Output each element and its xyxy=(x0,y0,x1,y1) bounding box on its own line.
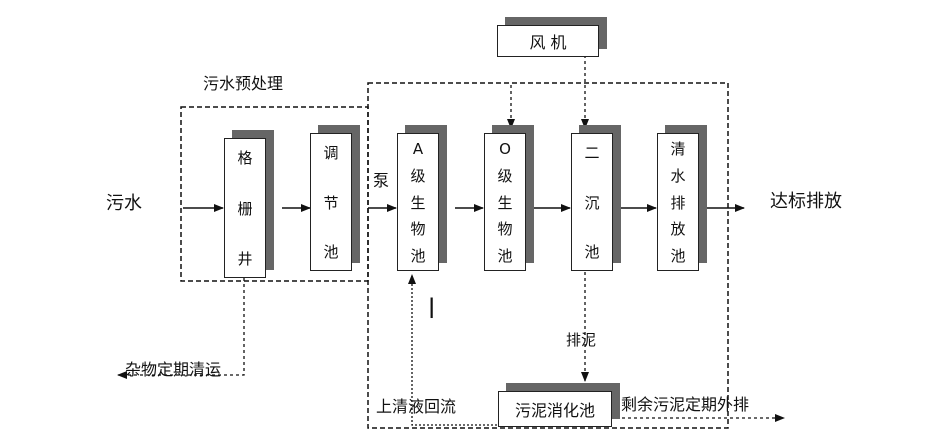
debris-line xyxy=(117,278,245,379)
a-tank-char-4: 物 xyxy=(410,220,426,239)
regulating-char-3: 池 xyxy=(323,243,339,261)
pump-label: 泵 xyxy=(373,171,390,190)
clarifier-char-1: 二 xyxy=(584,144,600,162)
secondary-clarifier-box: 二 沉 池 xyxy=(571,133,613,271)
a-tank-char-1: A xyxy=(412,140,424,158)
supernatant-label: 上清液回流 xyxy=(376,397,457,416)
sewage-label: 污水 xyxy=(106,193,142,214)
fan-label: 风 机 xyxy=(529,33,567,52)
sludge-digester-box: 污泥消化池 xyxy=(498,391,612,427)
clear-tank-char-3: 排 xyxy=(670,193,686,212)
clear-tank-char-4: 放 xyxy=(670,220,686,239)
o-tank-char-3: 生 xyxy=(497,193,513,212)
a-stage-tank-box: A 级 生 物 池 xyxy=(397,133,439,271)
grille-char-2: 栅 xyxy=(237,199,253,218)
regulating-char-1: 调 xyxy=(323,144,339,162)
o-tank-char-1: O xyxy=(499,140,511,158)
fan-box: 风 机 xyxy=(497,25,599,57)
o-tank-char-5: 池 xyxy=(497,247,513,265)
pretreatment-label: 污水预处理 xyxy=(203,74,284,93)
digester-label: 污泥消化池 xyxy=(514,401,595,420)
o-tank-char-2: 级 xyxy=(497,166,513,185)
clear-tank-char-2: 水 xyxy=(670,166,686,185)
cursor-mark: | xyxy=(428,294,436,318)
a-tank-char-3: 生 xyxy=(410,193,426,212)
a-tank-char-2: 级 xyxy=(410,166,426,185)
clarifier-char-2: 沉 xyxy=(584,193,600,212)
clear-water-tank-box: 清 水 排 放 池 xyxy=(657,133,699,271)
sludge-out-label: 排泥 xyxy=(566,331,597,349)
supernatant-return-line xyxy=(408,274,497,426)
regulating-tank-box: 调 节 池 xyxy=(310,133,352,271)
regulating-char-2: 节 xyxy=(323,193,339,212)
clear-tank-char-5: 池 xyxy=(670,247,686,265)
o-tank-char-4: 物 xyxy=(497,220,513,239)
grille-char-1: 格 xyxy=(237,149,253,167)
biological-boundary xyxy=(367,82,729,429)
discharge-label: 达标排放 xyxy=(770,191,842,212)
grille-well-box: 格 栅 井 xyxy=(224,138,266,278)
debris-label: 杂物定期清运 xyxy=(125,360,222,379)
a-tank-char-5: 池 xyxy=(410,247,426,265)
grille-char-3: 井 xyxy=(237,250,253,268)
excess-sludge-label: 剩余污泥定期外排 xyxy=(621,395,750,414)
clarifier-char-3: 池 xyxy=(584,243,600,261)
clear-tank-char-1: 清 xyxy=(670,140,686,158)
o-stage-tank-box: O 级 生 物 池 xyxy=(484,133,526,271)
